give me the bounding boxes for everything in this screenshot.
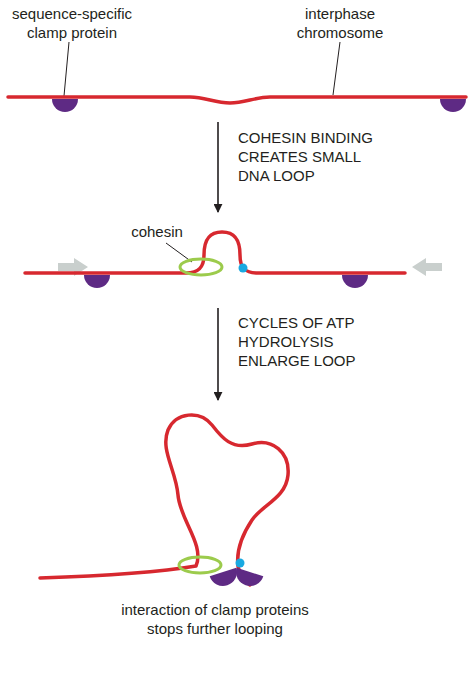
- movement-arrow: [412, 258, 442, 276]
- cohesin-ring: [180, 259, 222, 275]
- cohesin-ring: [179, 557, 221, 573]
- clamp-protein: [342, 275, 368, 288]
- part-label: sequence-specific clamp protein: [7, 4, 137, 42]
- part-label: interphase chromosome: [275, 4, 405, 42]
- clamp-protein: [440, 99, 466, 112]
- chromosome-loop: [40, 415, 288, 585]
- chromosome-loop: [25, 232, 405, 273]
- part-label: cohesin: [127, 222, 187, 241]
- result-note: interaction of clamp proteins stops furt…: [115, 600, 315, 638]
- cohesin-subunit: [239, 264, 248, 273]
- step-arrow: [217, 308, 219, 400]
- leader-line: [64, 42, 69, 96]
- clamp-protein: [84, 275, 110, 288]
- clamp-protein: [232, 568, 263, 590]
- step-label: COHESIN BINDING CREATES SMALL DNA LOOP: [238, 128, 383, 185]
- cohesin-subunit: [236, 559, 245, 568]
- step-label: CYCLES OF ATP HYDROLYSIS ENLARGE LOOP: [238, 313, 383, 370]
- clamp-protein: [52, 99, 78, 112]
- leader-line: [333, 42, 340, 95]
- step-arrow: [217, 122, 219, 212]
